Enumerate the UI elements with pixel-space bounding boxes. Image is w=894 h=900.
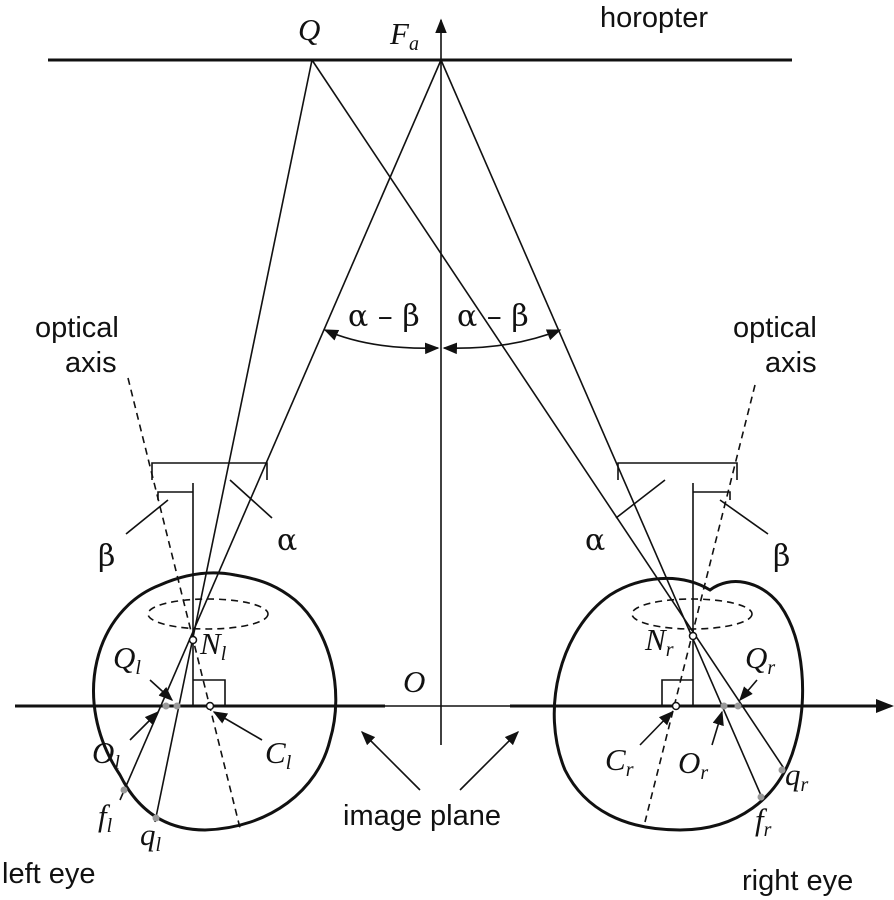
left-eye-outline: [92, 571, 338, 832]
point-qr: [778, 766, 786, 774]
ray-fa-to-left: [119, 59, 442, 801]
point-Or: [720, 702, 728, 710]
point-Nl: [188, 635, 198, 645]
label-beta-left: β: [98, 539, 115, 574]
label-alpha-left: α: [277, 523, 297, 558]
ray-fa-to-right: [440, 59, 764, 801]
arrow-image-plane-left: [360, 730, 421, 791]
point-Cr: [671, 701, 681, 711]
label-alpha-minus-beta-left: α – β: [348, 299, 420, 334]
label-image-plane: image plane: [343, 800, 501, 832]
left-lens: [147, 598, 269, 630]
label-O: O: [403, 664, 425, 699]
point-Ql: [173, 702, 181, 710]
label-optical-axis-right-2: axis: [765, 347, 817, 379]
arrow-to-Cl: [212, 711, 263, 741]
angle-arc-left: [323, 329, 440, 355]
angle-arc-right: [442, 329, 562, 355]
label-horopter: horopter: [600, 2, 708, 34]
label-Fa: Fa: [389, 16, 419, 55]
label-ql: ql: [140, 817, 162, 856]
left-alpha-bracket: [151, 462, 268, 480]
left-right-angle-marker: [193, 679, 226, 706]
point-Nr: [688, 631, 698, 641]
label-Nr: Nr: [644, 622, 674, 661]
point-ql: [152, 814, 160, 822]
right-right-angle-marker: [661, 679, 693, 706]
arrow-to-Ol: [129, 710, 160, 741]
label-right-eye: right eye: [742, 865, 853, 897]
label-Or: Or: [678, 745, 708, 784]
point-Cl: [205, 701, 215, 711]
label-beta-right: β: [773, 539, 790, 574]
left-optical-axis: [127, 377, 241, 829]
left-beta-leader: [125, 499, 169, 535]
arrow-to-Cr: [639, 710, 674, 746]
label-Cr: Cr: [605, 742, 634, 781]
label-fr: fr: [755, 802, 772, 841]
arrow-to-Qr: [739, 679, 758, 702]
label-Qr: Qr: [745, 640, 775, 679]
image-plane-arrowhead: [876, 699, 894, 713]
label-alpha-right: α: [585, 523, 605, 558]
point-Qr: [734, 702, 742, 710]
arrow-to-Or: [711, 710, 724, 746]
right-eye-outline: [552, 576, 805, 832]
label-Nl: Nl: [199, 626, 227, 665]
right-beta-leader: [719, 499, 769, 535]
right-beta-bracket: [693, 491, 731, 500]
label-Ql: Ql: [113, 640, 141, 679]
label-fl: fl: [98, 798, 113, 837]
ray-q-to-left: [154, 59, 313, 823]
label-optical-axis-left-2: axis: [65, 347, 117, 379]
ray-q-to-right: [311, 59, 786, 771]
right-optical-axis: [644, 384, 756, 823]
arrow-to-Ql: [149, 679, 174, 701]
right-alpha-bracket: [617, 462, 738, 480]
label-qr: qr: [785, 757, 809, 796]
label-left-eye: left eye: [2, 858, 96, 890]
label-alpha-minus-beta-right: α – β: [457, 299, 529, 334]
label-Cl: Cl: [265, 735, 292, 774]
left-beta-bracket: [157, 491, 193, 500]
label-Ol: Ol: [92, 735, 120, 774]
label-optical-axis-left-1: optical: [35, 312, 119, 344]
point-Ol: [162, 702, 170, 710]
label-optical-axis-right-1: optical: [733, 312, 817, 344]
arrow-image-plane-right: [459, 730, 520, 791]
point-fl: [120, 786, 128, 794]
label-Q: Q: [298, 12, 320, 47]
right-alpha-leader: [615, 479, 666, 519]
point-fr: [757, 793, 765, 801]
left-alpha-leader: [229, 479, 273, 519]
